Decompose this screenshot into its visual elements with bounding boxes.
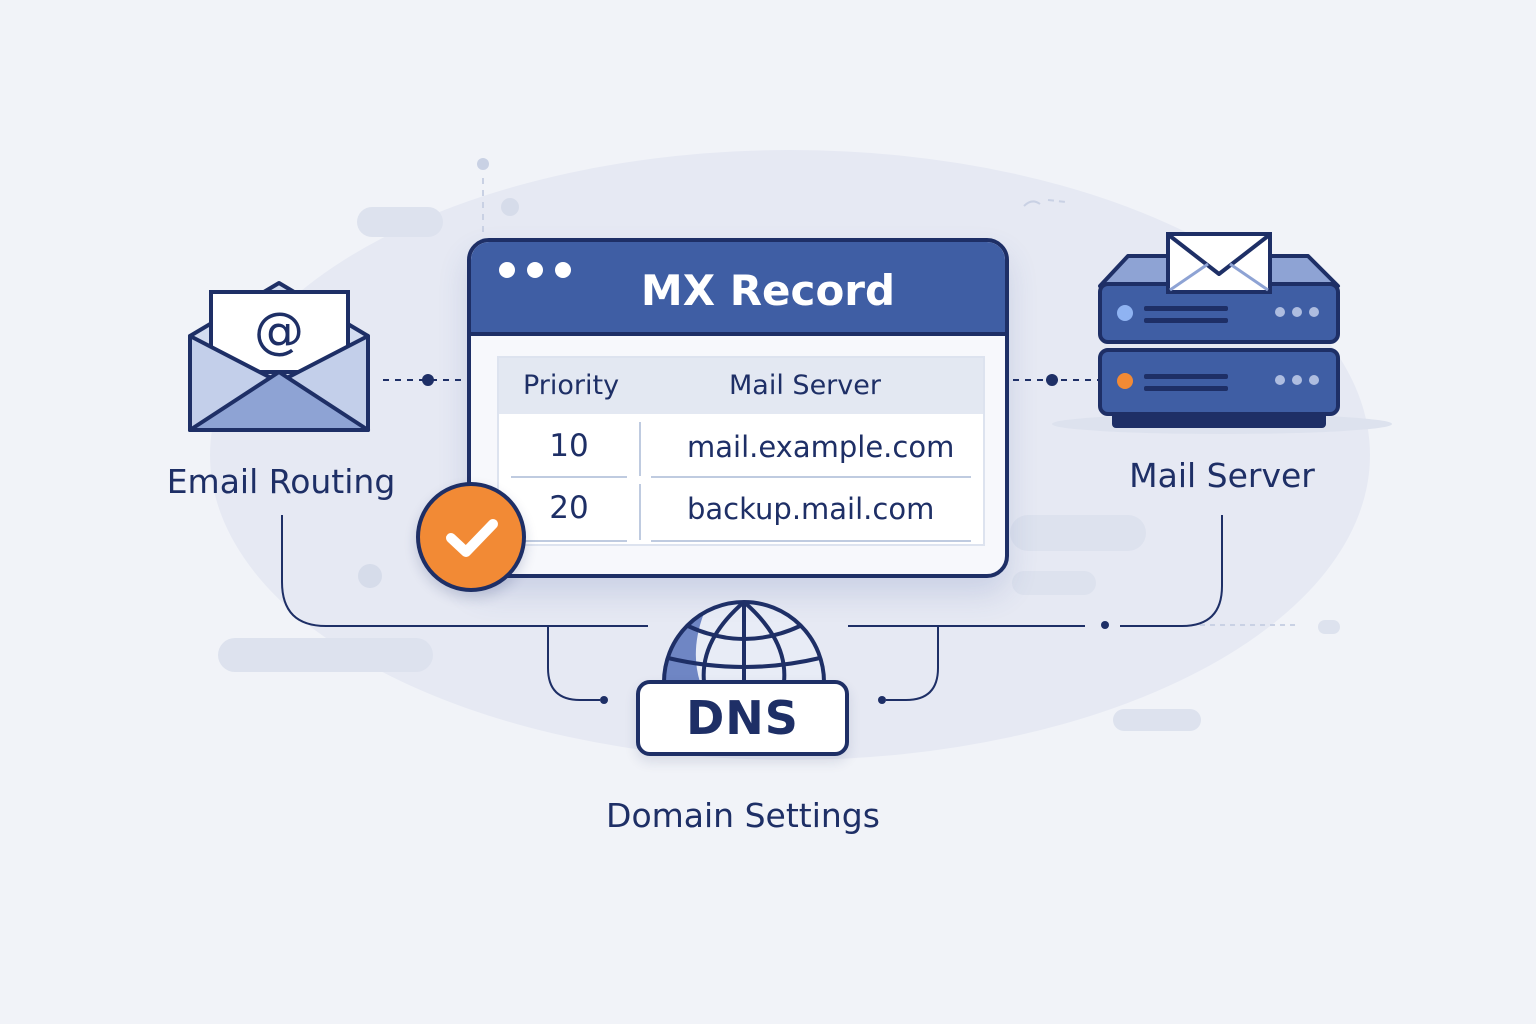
window-dot-icon (499, 262, 515, 278)
row-divider (511, 476, 627, 478)
column-divider (639, 484, 641, 540)
check-badge-icon (416, 482, 526, 592)
table-header: Priority Mail Server (499, 358, 983, 414)
row-divider (651, 476, 971, 478)
row-divider (511, 540, 627, 542)
dns-label: DNS (686, 691, 799, 745)
mx-record-table: Priority Mail Server 10 mail.example.com… (497, 356, 985, 546)
priority-cell: 10 (549, 428, 589, 464)
row-divider (651, 540, 971, 542)
column-header-mail-server: Mail Server (729, 370, 881, 401)
dns-box: DNS (636, 680, 849, 756)
mail-server-cell: mail.example.com (687, 430, 955, 464)
window-dot-icon (555, 262, 571, 278)
globe-icon (662, 600, 826, 683)
window-titlebar: MX Record (471, 242, 1005, 336)
mx-record-title: MX Record (640, 266, 896, 315)
column-header-priority: Priority (523, 370, 620, 401)
svg-text:@: @ (254, 302, 304, 360)
domain-settings-label: Domain Settings (606, 796, 880, 835)
mail-server-cell: backup.mail.com (687, 492, 935, 526)
mail-server-label: Mail Server (1129, 456, 1315, 495)
priority-cell: 20 (549, 490, 589, 526)
window-dot-icon (527, 262, 543, 278)
server-rack-icon (1098, 232, 1340, 428)
column-divider (639, 422, 641, 476)
email-routing-label: Email Routing (166, 462, 396, 501)
mx-record-window: MX Record Priority Mail Server 10 mail.e… (467, 238, 1009, 578)
envelope-at-icon: @ (188, 281, 370, 432)
